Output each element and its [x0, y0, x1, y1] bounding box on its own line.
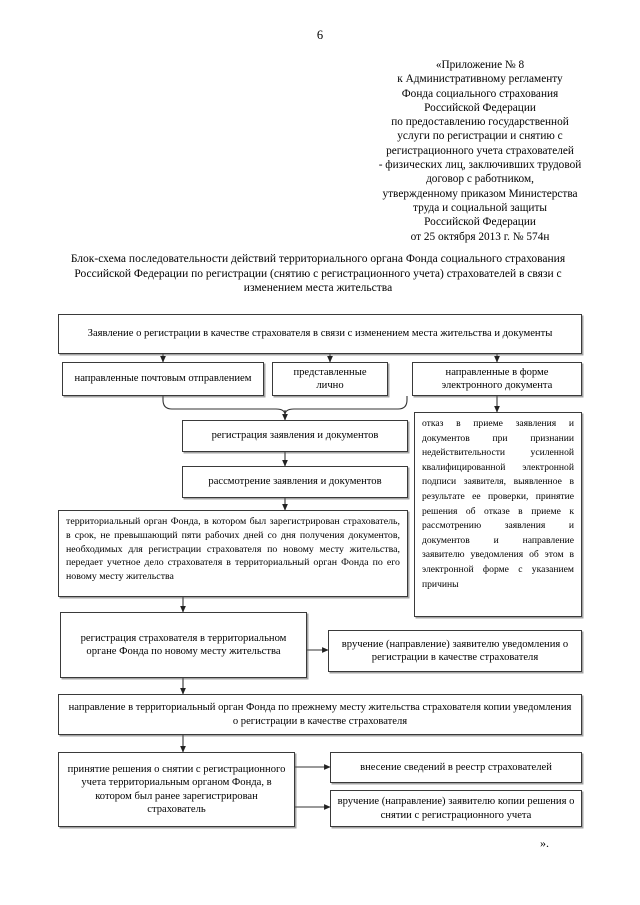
flow-node-transfer-case-text: территориальный орган Фонда, в котором б…	[66, 516, 400, 583]
appendix-header-line: утвержденному приказом Министерства	[382, 187, 578, 200]
flow-node-refusal: отказ в приеме заявления и документов пр…	[414, 412, 582, 617]
flow-node-deregistration-decision: принятие решения о снятии с регистрацион…	[58, 752, 295, 827]
document-title-line: страхования Российской Федерации по реги…	[74, 253, 566, 280]
closing-quote-mark: ».	[540, 836, 549, 850]
appendix-header-line: по предоставлению государственной	[391, 116, 569, 129]
flow-node-refusal-text: отказ в приеме заявления и документов пр…	[422, 418, 574, 590]
flow-node-registration-docs: регистрация заявления и документов	[182, 420, 408, 452]
flow-node-send-copy-old-place: направление в территориальный орган Фонд…	[58, 694, 582, 735]
page-number: 6	[316, 28, 324, 42]
appendix-header-line: услуги по регистрации и снятию с	[397, 130, 563, 143]
appendix-header-line: Фонда социального страхования	[401, 87, 559, 100]
appendix-header-line: регистрационного учета страхователей	[386, 144, 574, 157]
flow-node-registry-entry: внесение сведений в реестр страхователей	[330, 752, 582, 783]
appendix-header-line: от 25 октября 2013 г. № 574н	[410, 230, 550, 243]
appendix-header-line: договор с работником,	[426, 173, 534, 186]
appendix-header: «Приложение № 8 к Административному регл…	[352, 58, 608, 244]
appendix-header-line: Российской Федерации	[424, 216, 536, 229]
flow-node-by-post: направленные почтовым отправлением	[62, 362, 264, 396]
flow-node-decision-copy-delivery: вручение (направление) заявителю копии р…	[330, 790, 582, 827]
flow-node-register-new-place: регистрация страхователя в территориальн…	[60, 612, 307, 678]
appendix-header-line: Российской Федерации	[424, 101, 536, 114]
flow-node-transfer-case: территориальный орган Фонда, в котором б…	[58, 510, 408, 597]
flow-node-notice-delivery: вручение (направление) заявителю уведомл…	[328, 630, 582, 672]
appendix-header-line: «Приложение № 8	[435, 59, 525, 71]
document-title-line: страхователей в связи с изменением места…	[243, 267, 562, 295]
document-title-line: Блок-схема последовательности действий т…	[70, 253, 503, 265]
appendix-header-line: к Административному регламенту	[397, 73, 563, 86]
appendix-header-line: труда и социальной защиты	[413, 201, 547, 214]
flow-node-in-person: представленные лично	[272, 362, 388, 396]
flow-node-application: Заявление о регистрации в качестве страх…	[58, 314, 582, 354]
appendix-header-line: - физических лиц, заключивших трудовой	[378, 159, 582, 172]
flow-node-review-docs: рассмотрение заявления и документов	[182, 466, 408, 498]
flow-node-electronic: направленные в форме электронного докуме…	[412, 362, 582, 396]
document-title: Блок-схема последовательности действий т…	[62, 252, 574, 296]
